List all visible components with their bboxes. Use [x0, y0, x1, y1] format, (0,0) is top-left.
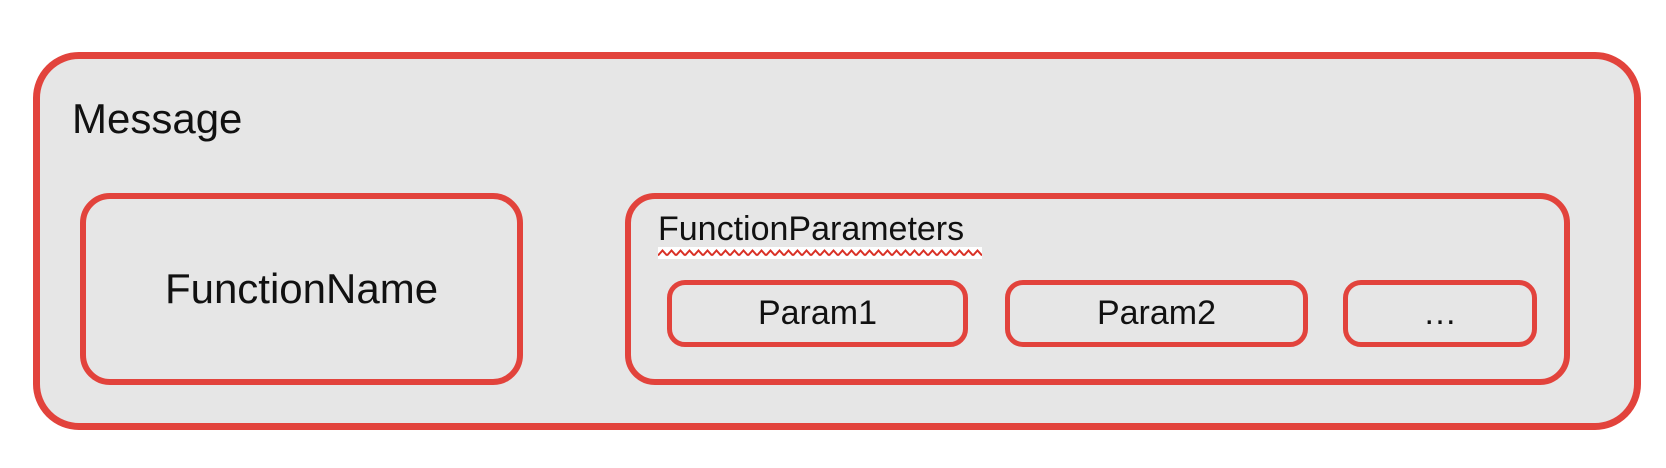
function-parameters-label: FunctionParameters	[658, 210, 965, 248]
spellcheck-squiggle-underline-icon	[658, 247, 982, 259]
param1-label: Param1	[757, 294, 878, 332]
message-label: Message	[72, 95, 243, 142]
function-name-label: FunctionName	[164, 265, 439, 312]
param1-box: Param1	[667, 280, 968, 347]
function-name-box: FunctionName	[80, 193, 523, 385]
param-ellipsis-label: …	[1423, 294, 1457, 332]
message-box: Message FunctionName FunctionParameters …	[33, 52, 1641, 430]
param2-label: Param2	[1096, 294, 1217, 332]
param-ellipsis-box: …	[1343, 280, 1537, 347]
function-parameters-box: FunctionParameters Param1 Param2 …	[625, 193, 1570, 385]
param2-box: Param2	[1005, 280, 1308, 347]
